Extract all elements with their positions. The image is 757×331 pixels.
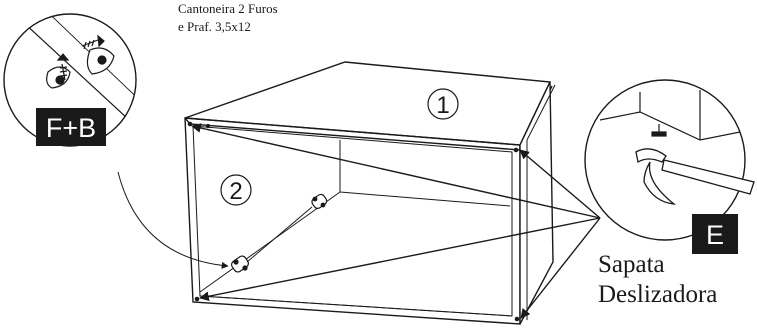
- glide-label-line1: Sapata: [598, 251, 665, 278]
- badge-e: [692, 214, 738, 254]
- leader-arrow-left: [117, 171, 229, 269]
- bracket-spec-line2: e Praf. 3,5x12: [178, 19, 251, 34]
- glide-pad-icon: [651, 124, 667, 137]
- leader-arrows-right: [191, 123, 601, 319]
- part-number-side: 2: [220, 174, 252, 206]
- badge-e-label: E: [706, 220, 724, 250]
- bracket-spec-line1: Cantoneira 2 Furos: [178, 1, 278, 16]
- detail-callout-right: E: [584, 79, 755, 254]
- cabinet-box: [184, 61, 556, 325]
- badge-f-plus-b: [36, 108, 106, 146]
- part-number-top: 1: [427, 88, 459, 120]
- glide-label-line2: Deslizadora: [598, 281, 717, 308]
- part-side-label: 2: [229, 178, 242, 205]
- badge-f-plus-b-label: F+B: [46, 113, 96, 143]
- detail-callout-left: F+B: [3, 13, 137, 147]
- bracket-icon: [230, 193, 328, 273]
- screw-icon: [56, 34, 105, 81]
- front-frame-inner: [192, 125, 513, 317]
- hammer-icon: [635, 148, 755, 205]
- part-top-label: 1: [436, 92, 449, 119]
